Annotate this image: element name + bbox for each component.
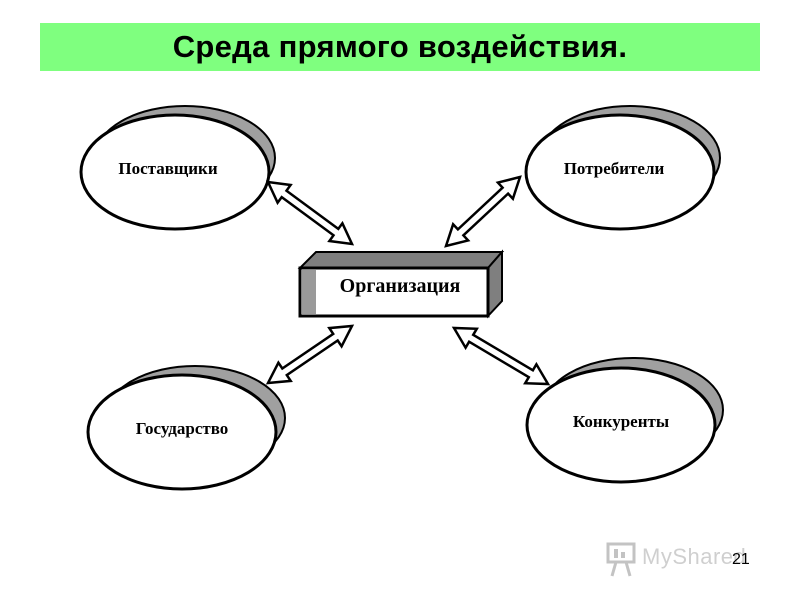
node-competitors-label: Конкуренты [573, 412, 669, 431]
node-state: Государство [86, 365, 286, 491]
slide-title: Среда прямого воздействия. [172, 29, 628, 64]
slide-number: 21 [732, 551, 750, 568]
arrow-consumers-organization [444, 175, 522, 248]
node-consumers: Потребители [524, 105, 721, 231]
node-state-label: Государство [136, 419, 229, 438]
node-competitors: Конкуренты [525, 357, 724, 484]
node-organization-label: Организация [340, 275, 461, 297]
node-organization: Организация [297, 249, 505, 319]
node-consumers-label: Потребители [564, 159, 665, 178]
watermark: MyShared [604, 538, 764, 578]
presentation-icon [606, 542, 636, 577]
arrow-suppliers-organization [265, 180, 355, 246]
node-suppliers-label: Поставщики [118, 159, 217, 178]
title-bar [40, 23, 760, 71]
arrow-competitors-organization [451, 326, 551, 386]
watermark-text: MyShared [642, 544, 747, 569]
arrow-state-organization [265, 324, 355, 385]
node-suppliers: Поставщики [79, 105, 276, 231]
